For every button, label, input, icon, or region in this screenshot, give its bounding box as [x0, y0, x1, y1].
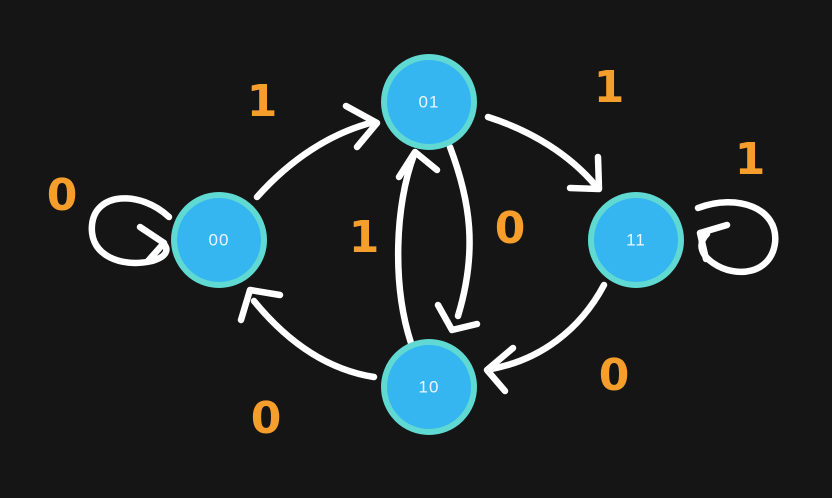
edge-label-10-to-00: 0	[251, 393, 282, 444]
edge-00-to-00	[88, 195, 173, 267]
edge-11-to-10-path	[487, 281, 608, 373]
node-01-label: 01	[419, 92, 440, 111]
edge-10-to-01-arrowhead	[395, 148, 441, 181]
edge-label-00-to-00: 0	[47, 170, 78, 221]
edge-01-to-10	[434, 143, 481, 334]
edge-01-to-10-path	[446, 143, 473, 320]
edge-label-11-to-11: 1	[735, 134, 766, 185]
edge-00-to-00-arrowhead	[136, 223, 168, 265]
edge-01-to-10-arrowhead	[434, 301, 481, 334]
node-01-circle[interactable]	[381, 54, 477, 150]
node-01[interactable]: 01	[381, 54, 477, 150]
node-00[interactable]: 00	[171, 192, 267, 288]
edge-10-to-01	[394, 148, 441, 347]
edge-10-to-00-path	[250, 297, 378, 381]
edge-10-to-00-arrowhead	[237, 286, 284, 324]
edge-label-00-to-01: 1	[247, 76, 278, 127]
node-10[interactable]: 10	[381, 339, 477, 435]
edge-11-to-11-path	[694, 198, 779, 276]
node-00-label: 00	[209, 230, 230, 249]
node-00-circle[interactable]	[171, 192, 267, 288]
node-11[interactable]: 11	[588, 192, 684, 288]
edge-00-to-01-path	[253, 118, 378, 201]
edge-11-to-10	[483, 281, 608, 395]
node-11-label: 11	[626, 230, 646, 249]
edge-label-01-to-11: 1	[594, 62, 625, 113]
node-11-circle[interactable]	[588, 192, 684, 288]
edge-label-11-to-10: 0	[599, 350, 630, 401]
node-10-label: 10	[419, 377, 440, 396]
edge-label-10-to-01: 1	[349, 212, 380, 263]
edge-01-to-11	[484, 113, 603, 193]
edge-01-to-11-arrowhead	[566, 153, 603, 193]
node-10-circle[interactable]	[381, 339, 477, 435]
edge-11-to-10-arrowhead	[483, 344, 517, 395]
edge-10-to-01-path	[394, 151, 418, 347]
edge-label-01-to-10: 0	[495, 203, 526, 254]
edge-00-to-01	[253, 102, 381, 201]
edge-11-to-11	[694, 198, 779, 276]
edge-11-to-11-arrowhead	[696, 221, 731, 263]
edge-10-to-00	[237, 286, 378, 381]
edge-00-to-00-path	[88, 195, 173, 267]
edge-00-to-01-arrowhead	[342, 102, 381, 151]
edge-01-to-11-path	[484, 113, 600, 190]
